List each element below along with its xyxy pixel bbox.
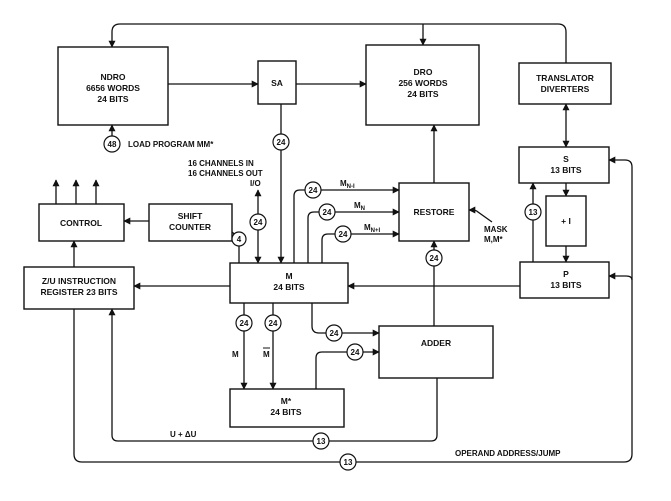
block-shift-counter: SHIFT COUNTER: [148, 203, 233, 242]
block-m: M 24 BITS: [229, 262, 349, 304]
io-label: I/O: [250, 179, 261, 188]
m-n-plus-1-label: MN+I: [364, 223, 381, 234]
s-line2: 13 BITS: [550, 165, 582, 175]
shift-counter-line2: COUNTER: [169, 222, 211, 232]
svg-text:13: 13: [344, 458, 353, 467]
line-m-n: [307, 208, 400, 263]
block-plus-one: + I: [545, 195, 587, 247]
restore-label: RESTORE: [414, 207, 455, 217]
bus-badge-operand-address: 13: [339, 453, 357, 471]
bus-badge-m-n-plus-1: 24: [334, 225, 352, 243]
m-star-line2: 24 BITS: [270, 407, 302, 417]
m-n-minus-1-label: MN-I: [340, 179, 355, 190]
channels-in-label: 16 CHANNELS IN: [188, 159, 254, 168]
channels-out-label: 16 CHANNELS OUT: [188, 169, 263, 178]
line-translator-top: [108, 23, 567, 63]
bus-badge-s-to-p: 13: [524, 203, 542, 221]
bus-badge-adder-to-restore: 24: [425, 249, 443, 267]
line-mstar-to-adder: [315, 348, 380, 389]
line-m-n-plus-1: [321, 230, 400, 263]
ir-line2: REGISTER 23 BITS: [41, 287, 118, 297]
bus-badge-m-n: 24: [318, 203, 336, 221]
svg-text:13: 13: [317, 437, 326, 446]
u-delta-u-label: U + ΔU: [170, 430, 197, 439]
m-line1: M: [285, 271, 292, 281]
ir-line1: Z/U INSTRUCTION: [42, 276, 116, 286]
dro-line2: 256 WORDS: [398, 78, 447, 88]
block-dro: DRO 256 WORDS 24 BITS: [365, 44, 480, 126]
bus-badge-u-delta-u: 13: [312, 432, 330, 450]
svg-text:13: 13: [529, 208, 538, 217]
line-m-n-minus-1: [293, 186, 400, 263]
block-instruction-register: Z/U INSTRUCTION REGISTER 23 BITS: [23, 266, 135, 310]
s-line1: S: [563, 154, 569, 164]
m-bar-path-label: M: [263, 350, 270, 359]
block-sa: SA: [257, 60, 297, 105]
svg-text:24: 24: [351, 348, 360, 357]
svg-text:24: 24: [323, 208, 332, 217]
line-m-to-adder: [311, 303, 380, 337]
block-p: P 13 BITS: [519, 261, 610, 299]
ndro-line1: NDRO: [100, 72, 125, 82]
plus-one-label: + I: [561, 216, 571, 226]
sa-label: SA: [271, 78, 283, 88]
bus-badge-load-program: 48: [103, 135, 121, 153]
m-star-line1: M*: [281, 396, 292, 406]
operand-address-label: OPERAND ADDRESS/JUMP: [455, 449, 561, 458]
svg-text:24: 24: [309, 186, 318, 195]
svg-text:24: 24: [240, 319, 249, 328]
adder-label: ADDER: [421, 338, 451, 348]
shift-counter-line1: SHIFT: [178, 211, 203, 221]
load-program-label: LOAD PROGRAM MM*: [128, 140, 214, 149]
bus-badge-sa-to-m: 24: [272, 133, 290, 151]
svg-text:24: 24: [430, 254, 439, 263]
dro-line3: 24 BITS: [407, 89, 439, 99]
line-operand-to-p: [608, 272, 633, 281]
block-translator-diverters: TRANSLATOR DIVERTERS: [518, 62, 612, 105]
line-u-delta-u: [108, 308, 438, 442]
bus-badge-m-to-mstar-1: 24: [235, 314, 253, 332]
control-label: CONTROL: [60, 218, 102, 228]
svg-text:24: 24: [269, 319, 278, 328]
dro-line1: DRO: [414, 67, 433, 77]
block-adder: ADDER: [378, 325, 494, 379]
translator-line1: TRANSLATOR: [536, 73, 594, 83]
line-operand-address: [73, 156, 633, 463]
translator-line2: DIVERTERS: [541, 84, 590, 94]
p-line1: P: [563, 269, 569, 279]
block-restore: RESTORE: [398, 182, 470, 242]
m-line2: 24 BITS: [273, 282, 305, 292]
svg-text:24: 24: [254, 218, 263, 227]
bus-badge-mstar-to-adder: 24: [346, 343, 364, 361]
svg-text:24: 24: [330, 329, 339, 338]
block-ndro: NDRO 6656 WORDS 24 BITS: [57, 46, 169, 126]
svg-text:48: 48: [108, 140, 117, 149]
m-n-label: MN: [354, 201, 365, 212]
line-mask: [468, 206, 493, 223]
bus-badge-io: 24: [249, 213, 267, 231]
m-path-label: M: [232, 350, 239, 359]
p-line2: 13 BITS: [550, 280, 582, 290]
svg-text:24: 24: [277, 138, 286, 147]
ndro-line3: 24 BITS: [97, 94, 129, 104]
block-control: CONTROL: [38, 203, 125, 242]
ndro-line2: 6656 WORDS: [86, 83, 140, 93]
bus-badge-m-to-adder: 24: [325, 324, 343, 342]
block-s: S 13 BITS: [518, 146, 610, 184]
bus-badge-m-to-mstar-2: 24: [264, 314, 282, 332]
mask-label-line1: MASK: [484, 225, 508, 234]
svg-text:4: 4: [237, 235, 242, 244]
mask-label-line2: M,M*: [484, 235, 504, 244]
bus-badge-m-n-minus-1: 24: [304, 181, 322, 199]
svg-text:24: 24: [339, 230, 348, 239]
connection-lines: [52, 23, 633, 463]
block-m-star: M* 24 BITS: [229, 388, 345, 428]
bus-badge-shift: 4: [231, 231, 247, 247]
